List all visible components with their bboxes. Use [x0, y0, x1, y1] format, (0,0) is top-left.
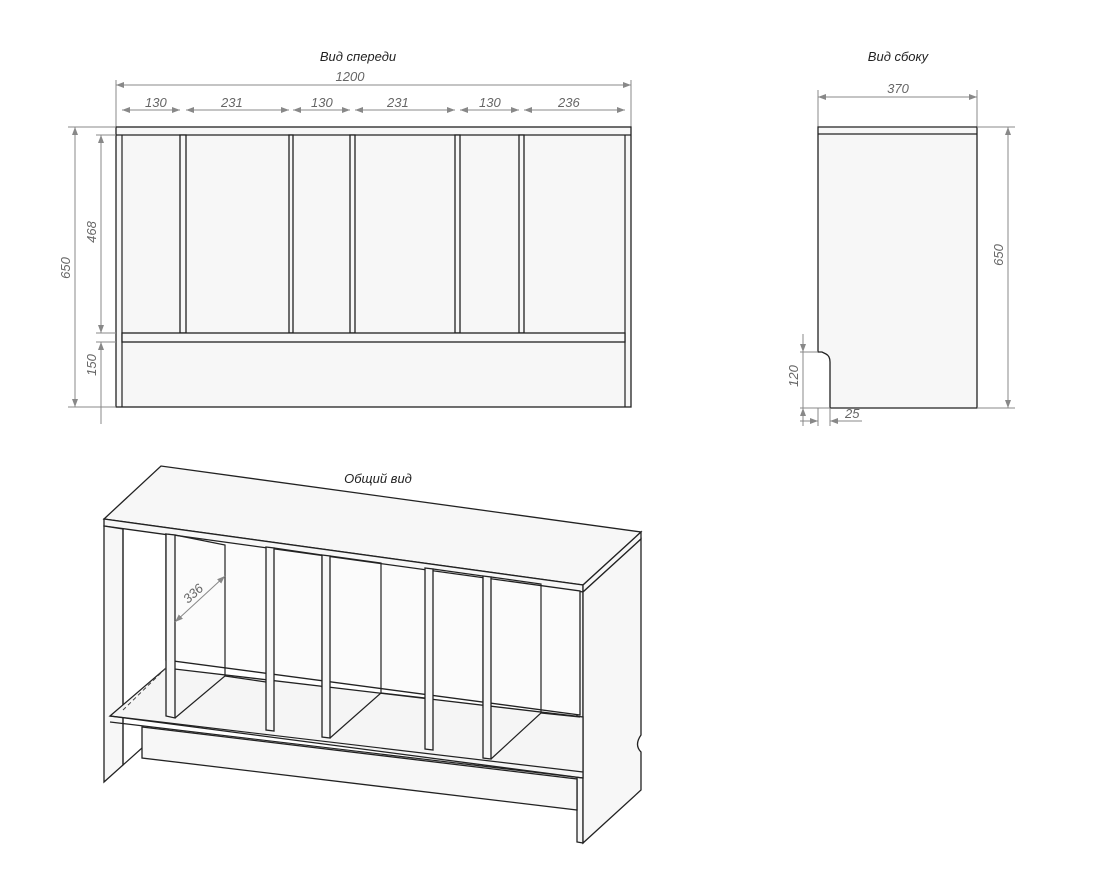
svg-text:130: 130	[311, 95, 333, 110]
svg-text:231: 231	[386, 95, 409, 110]
svg-text:130: 130	[145, 95, 167, 110]
side-view-title: Вид сбоку	[868, 49, 930, 64]
dim-notch-depth: 25	[844, 406, 860, 421]
dim-height: 650	[58, 256, 73, 278]
svg-text:236: 236	[557, 95, 580, 110]
isometric-view: Общий вид	[102, 465, 643, 845]
side-view: Вид сбоку 370 650 120 25	[786, 49, 1015, 426]
compartment-width-dims: 130 231 130 231 130 236	[122, 95, 625, 113]
dim-plinth-height: 150	[84, 353, 99, 375]
iso-view-title: Общий вид	[344, 471, 412, 486]
dim-total-width: 1200	[336, 69, 366, 84]
dim-side-height: 650	[991, 243, 1006, 265]
svg-text:231: 231	[220, 95, 243, 110]
dim-notch-height: 120	[786, 364, 801, 386]
front-view: Вид спереди 1200 130 231 130 231 130 236	[58, 49, 632, 424]
dim-depth: 370	[887, 81, 909, 96]
svg-text:130: 130	[479, 95, 501, 110]
iso-dividers	[165, 533, 542, 760]
front-view-title: Вид спереди	[320, 49, 396, 64]
dim-compartment-height: 468	[84, 220, 99, 242]
